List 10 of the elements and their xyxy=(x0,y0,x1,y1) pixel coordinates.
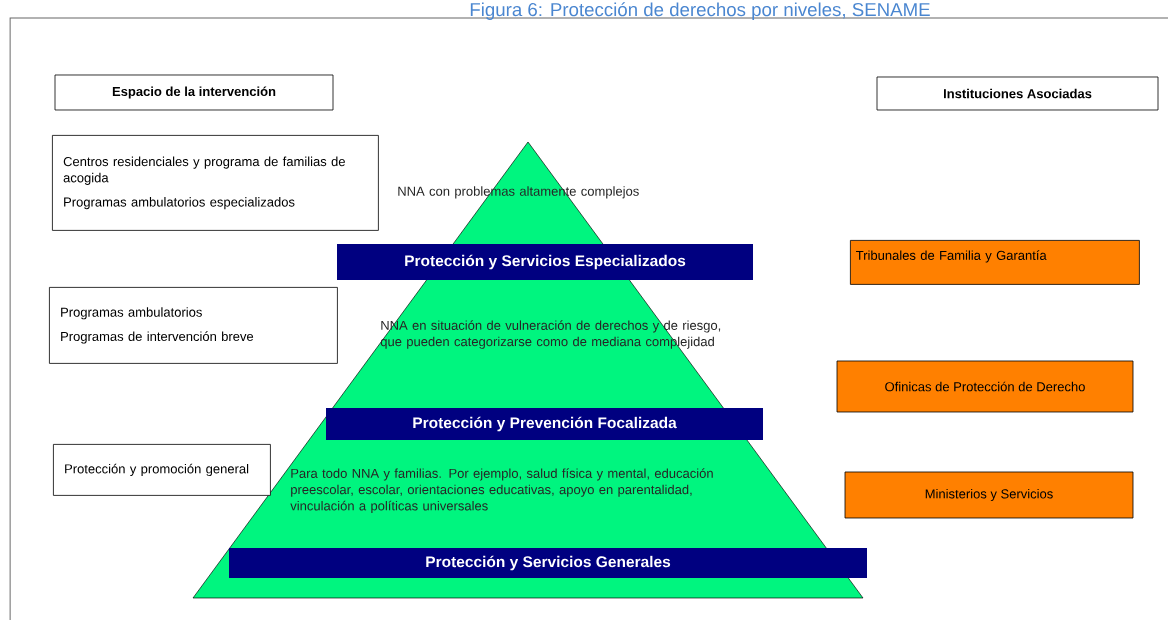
institution-box: Ministerios y Servicios xyxy=(844,471,1134,519)
level-description: Para todo NNA y familias. Por ejemplo, salud física y mental, educación preescolar, escolar, orientaciones educativas, apoyo en parentalidad, vinculación a políticas universales xyxy=(290,468,713,514)
text-box: Programas ambulatorios Programas de intervención breve xyxy=(49,287,338,364)
institution-box: Tribunales de Familia y Garantía xyxy=(850,240,1140,285)
text-box: Centros residenciales y programa de familias de acogida Programas ambulatorios especializados xyxy=(52,135,379,231)
figure-title: Figura 6: Protección de derechos por niveles, SENAME xyxy=(470,2,930,20)
header-box: Espacio de la intervención xyxy=(54,74,334,111)
institution-box: Ofinicas de Protección de Derecho xyxy=(836,360,1134,413)
text-box: Protección y promoción general xyxy=(53,444,271,496)
header-box: Instituciones Asociadas xyxy=(876,76,1159,111)
